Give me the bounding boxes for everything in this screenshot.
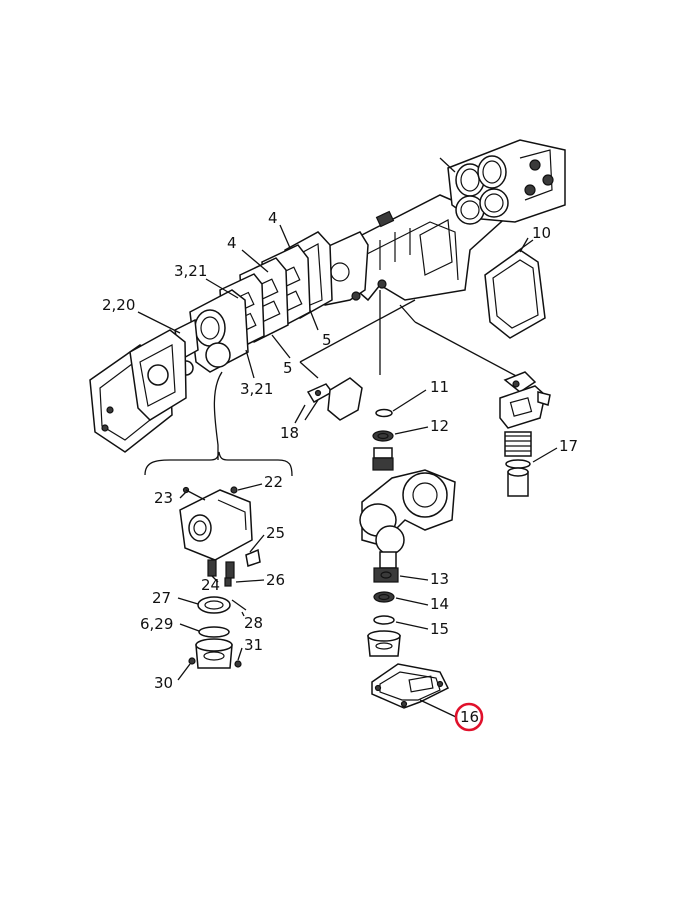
callout-26: 26: [266, 571, 285, 589]
callout-22: 22: [264, 473, 283, 491]
callout-16: 16: [460, 708, 479, 726]
callout-23: 23: [154, 489, 173, 507]
cylinder-head: [439, 139, 566, 225]
callout-5-left: 5: [283, 359, 293, 377]
callout-6-29: 6,29: [140, 615, 173, 633]
callout-17: 17: [559, 437, 578, 455]
fuel-line: [213, 371, 223, 460]
gasket-part-16: [371, 663, 450, 709]
group-bracket: [144, 451, 293, 477]
assembly-leader-lines: [299, 290, 521, 379]
callout-16-highlight-ring: [454, 702, 484, 732]
callout-15: 15: [430, 620, 449, 638]
seal-housing-group: [188, 596, 247, 669]
callout-5-right: 5: [322, 331, 332, 349]
callout-4-left: 4: [227, 234, 237, 252]
fuel-pump-assembly: [499, 371, 551, 497]
cover-housing-group: [179, 486, 261, 587]
callout-13: 13: [430, 570, 449, 588]
intake-silencer: [89, 329, 187, 453]
callout-3-21-lower: 3,21: [240, 380, 273, 398]
reed-valve-stack: [219, 231, 333, 353]
callout-28: 28: [244, 614, 263, 632]
callout-24: 24: [201, 576, 220, 594]
callout-27: 27: [152, 589, 171, 607]
callout-4-right: 4: [268, 209, 278, 227]
callout-12: 12: [430, 417, 449, 435]
callout-31: 31: [244, 636, 263, 654]
bracket-part-18: [304, 377, 363, 421]
callout-14: 14: [430, 595, 449, 613]
callout-10: 10: [532, 224, 551, 242]
crankshaft-assembly: [359, 408, 456, 657]
callout-11: 11: [430, 378, 449, 396]
callout-30: 30: [154, 674, 173, 692]
callout-3-21-upper: 3,21: [174, 262, 207, 280]
callout-25: 25: [266, 524, 285, 542]
callout-labels: 2,20 3,21 4 4 5 5 3,21 10 11 12 13 14 15…: [102, 209, 578, 726]
callout-18: 18: [280, 424, 299, 442]
callout-2-20: 2,20: [102, 296, 135, 314]
gasket-part-10: [484, 239, 546, 339]
callout-leaders: [137, 224, 558, 718]
